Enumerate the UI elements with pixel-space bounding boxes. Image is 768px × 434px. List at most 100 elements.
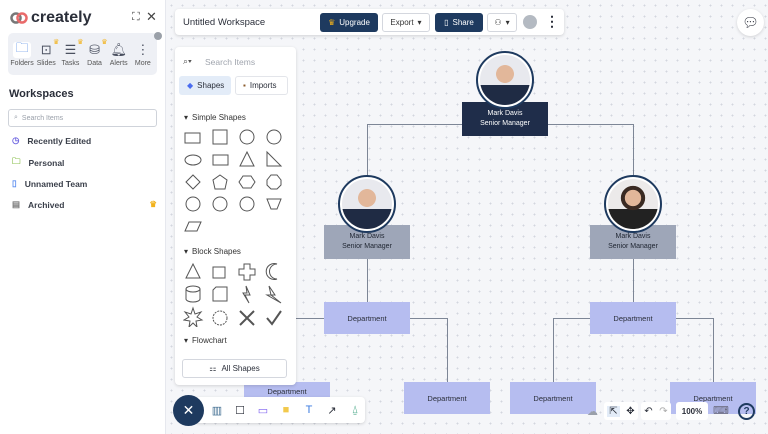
connector [447, 318, 448, 382]
search-icon[interactable]: ⌕▾ [183, 56, 192, 66]
root-avatar[interactable] [476, 51, 534, 109]
nav-folders[interactable]: 🗀Folders [10, 39, 34, 67]
shape-search-input[interactable]: Search Items [205, 57, 256, 67]
rectangle-tool-icon[interactable]: ☐ [235, 404, 245, 417]
department-box[interactable]: Department [404, 382, 490, 414]
nav-slides[interactable]: ♛⊡Slides [36, 38, 60, 67]
expand-icon[interactable]: ⛶ [132, 11, 140, 23]
connector [287, 318, 324, 319]
cone-shape[interactable] [185, 262, 201, 279]
diamond-shape[interactable] [185, 174, 201, 190]
export-button[interactable]: Export▾ [382, 13, 430, 32]
text-tool-icon[interactable]: T [305, 404, 313, 416]
redo-icon[interactable]: ↷ [659, 405, 668, 417]
template-icon[interactable]: ▥ [211, 404, 223, 417]
nav-data[interactable]: ♛⛁Data [87, 38, 108, 67]
left-avatar[interactable] [338, 175, 396, 233]
nav-alerts[interactable]: 🔔︎Alerts [109, 41, 128, 67]
sidebar-item-unnamed-team[interactable]: ▯Unnamed Team [12, 178, 88, 189]
explosion-shape[interactable] [183, 306, 204, 327]
collapse-handle[interactable] [154, 32, 162, 40]
folder-icon: 🗀 [13, 40, 32, 58]
department-box[interactable]: Department [510, 382, 596, 414]
close-toolbar-button[interactable]: ✕ [173, 395, 204, 426]
parallelogram-shape[interactable] [184, 221, 202, 232]
left-manager-box[interactable]: Mark Davis Senior Manager [324, 225, 410, 259]
cloud-sync-icon: ☁ [587, 406, 598, 418]
nav-tasks[interactable]: ♛☰Tasks [61, 38, 84, 67]
tab-imports[interactable]: ▪Imports [235, 76, 288, 95]
cross-shape[interactable] [238, 263, 256, 281]
department-box[interactable]: Department [324, 302, 410, 334]
rounded-rect-shape[interactable] [212, 154, 229, 166]
connector-arrow-icon[interactable]: ↗ [327, 404, 337, 417]
comments-icon[interactable]: 💬︎ [737, 9, 764, 36]
cube-shape[interactable] [212, 266, 226, 279]
connector [713, 318, 714, 382]
section-flowchart[interactable]: ▾Flowchart [184, 336, 227, 345]
lightning-shape[interactable] [242, 285, 251, 304]
seal-shape[interactable] [212, 310, 228, 326]
trapezoid-shape[interactable] [266, 198, 282, 210]
cylinder-shape[interactable] [185, 285, 201, 303]
sidebar-item-recently-edited[interactable]: ◷Recently Edited [12, 135, 92, 146]
help-icon[interactable]: ? [738, 403, 755, 420]
hexagon-shape[interactable] [238, 175, 256, 189]
polygon-shape[interactable] [239, 196, 255, 212]
sticky-note-icon[interactable]: ■ [282, 404, 290, 416]
moon-shape[interactable] [265, 263, 278, 280]
pentagon-shape[interactable] [212, 174, 228, 190]
section-block-shapes[interactable]: ▾Block Shapes [184, 247, 241, 256]
circle-shape[interactable] [239, 129, 255, 145]
check-shape[interactable] [266, 310, 282, 326]
triangle-shape[interactable] [239, 150, 255, 167]
workspace-title[interactable]: Untitled Workspace [183, 16, 266, 28]
connector [633, 124, 634, 176]
right-avatar[interactable] [604, 175, 662, 233]
connector [676, 318, 713, 319]
title: Senior Manager [342, 243, 392, 250]
undo-icon[interactable]: ↶ [644, 405, 653, 417]
title: Senior Manager [608, 243, 658, 250]
ellipse-shape[interactable] [184, 154, 202, 166]
octagon-shape[interactable] [266, 174, 282, 190]
pan-icon[interactable]: ✥ [626, 405, 635, 417]
folded-corner-shape[interactable] [212, 286, 228, 302]
sidebar-item-personal[interactable]: 🗀Personal [12, 156, 65, 168]
tab-shapes[interactable]: ◆Shapes [179, 76, 231, 95]
crown-icon: ♛ [101, 38, 108, 46]
more-options-icon[interactable]: ⋮ [545, 13, 559, 29]
zoom-level[interactable]: 100% [676, 402, 708, 420]
card-icon[interactable]: ▭ [257, 404, 269, 417]
bottom-toolbar: ▥ ☐ ▭ ■ T ↗ ⍙ [195, 397, 365, 423]
nav-more[interactable]: ⋮More [134, 41, 151, 67]
dodecagon-shape[interactable] [212, 196, 228, 212]
decagon-shape[interactable] [185, 196, 201, 212]
keyboard-icon[interactable]: ⌨ [713, 405, 729, 417]
rectangle-shape[interactable] [184, 132, 201, 144]
connector [367, 259, 368, 302]
diamond-icon: ◆ [187, 81, 194, 90]
collaborators-button[interactable]: ⚇▾ [487, 13, 517, 32]
x-shape[interactable] [239, 310, 255, 326]
square-shape[interactable] [212, 129, 228, 145]
sidebar-item-archived[interactable]: ▤Archived♛ [12, 199, 157, 210]
select-cursor-icon[interactable]: ⇱ [607, 405, 620, 417]
arc-shape[interactable] [266, 129, 282, 145]
caret-down-icon: ▾ [184, 113, 189, 122]
history-tools: ↶↷ [641, 402, 671, 420]
caret-down-icon: ▾ [505, 18, 510, 27]
section-simple-shapes[interactable]: ▾Simple Shapes [184, 113, 246, 122]
avatar[interactable] [523, 15, 537, 29]
close-sidebar-icon[interactable]: ✕ [146, 9, 157, 24]
right-triangle-shape[interactable] [266, 150, 283, 167]
upgrade-button[interactable]: ♛Upgrade [320, 13, 378, 32]
workspace-search-input[interactable]: ⌕Search Items [8, 109, 157, 127]
all-shapes-button[interactable]: ⚏All Shapes [182, 359, 287, 378]
bolt-shape[interactable] [265, 285, 282, 304]
bell-icon: 🔔︎ [110, 41, 127, 57]
pen-icon[interactable]: ⍙ [351, 403, 359, 416]
share-button[interactable]: ▯Share [435, 13, 483, 32]
block-shapes-grid [183, 262, 282, 327]
department-box[interactable]: Department [590, 302, 676, 334]
